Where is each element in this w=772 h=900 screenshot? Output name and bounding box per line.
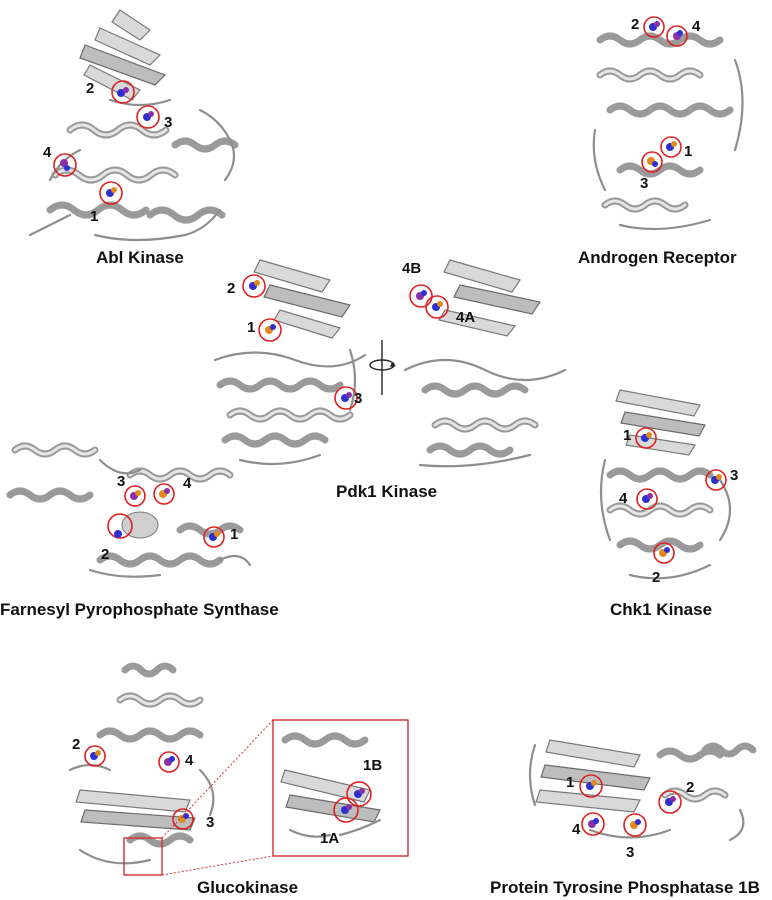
ptp1b-site-1[interactable]: 1: [566, 774, 603, 798]
glucokinase-panel: 2 4 3 1B: [40, 650, 450, 900]
zoom-region-box: [123, 837, 163, 876]
androgen-site-2-label: 2: [631, 16, 639, 33]
glucokinase-site-2[interactable]: 2: [72, 736, 106, 767]
pdk1-left-cartoon: [213, 259, 367, 466]
pdk1-right-cartoon: [403, 259, 567, 468]
pdk1-kinase-caption: Pdk1 Kinase: [336, 482, 438, 501]
abl-site-1[interactable]: 1: [90, 181, 123, 225]
androgen-site-1[interactable]: 1: [660, 136, 692, 160]
chk1-site-4[interactable]: 4: [619, 488, 658, 510]
abl-site-4[interactable]: 4: [43, 144, 77, 177]
chk1-site-2[interactable]: 2: [652, 542, 675, 586]
pdk1-kinase-panel: 2 1 3 4B 4A Pdk1 Kinase: [200, 240, 580, 510]
glucokinase-site-3[interactable]: 3: [172, 808, 214, 831]
glucokinase-site-1b-label: 1B: [363, 757, 382, 774]
chk1-site-1[interactable]: 1: [623, 427, 657, 449]
chk1-site-3[interactable]: 3: [705, 467, 738, 491]
glucokinase-site-3-label: 3: [206, 814, 214, 831]
chk1-site-1-label: 1: [623, 427, 631, 444]
pdk1-site-1-label: 1: [247, 319, 255, 336]
androgen-receptor-caption: Androgen Receptor: [578, 248, 737, 267]
abl-kinase-structure: 2 3 4 1: [28, 9, 239, 242]
abl-site-3[interactable]: 3: [136, 105, 172, 131]
fpps-site-1[interactable]: 1: [203, 526, 238, 548]
androgen-site-4-label: 4: [692, 18, 701, 35]
abl-site-1-label: 1: [90, 208, 98, 225]
pdk1-site-2-label: 2: [227, 280, 235, 297]
ptp1b-panel: 1 2 4 3 Protein Tyrosine Phosphatase 1B: [490, 700, 772, 900]
chk1-kinase-caption: Chk1 Kinase: [610, 600, 713, 619]
fpps-site-4-label: 4: [183, 475, 192, 492]
abl-site-2-label: 2: [86, 80, 94, 97]
androgen-site-2[interactable]: 2: [631, 16, 665, 38]
pdk1-site-3[interactable]: 3: [334, 386, 362, 410]
pdk1-site-2[interactable]: 2: [227, 274, 266, 298]
fpps-site-3-label: 3: [117, 473, 125, 490]
abl-cartoon: [28, 9, 239, 242]
fpps-site-1-label: 1: [230, 526, 238, 543]
fpps-site-2[interactable]: 2: [101, 513, 133, 563]
ptp1b-site-3-label: 3: [626, 844, 634, 861]
ptp1b-site-3[interactable]: 3: [623, 813, 647, 861]
fpps-site-3[interactable]: 3: [117, 473, 146, 507]
glucokinase-site-2-label: 2: [72, 736, 80, 753]
glucokinase-site-1a-label: 1A: [320, 830, 339, 847]
glucokinase-site-4-label: 4: [185, 752, 194, 769]
fpps-caption: Farnesyl Pyrophosphate Synthase: [0, 600, 279, 619]
ptp1b-cartoon: [528, 739, 757, 842]
fpps-site-4[interactable]: 4: [153, 475, 192, 505]
androgen-site-3[interactable]: 3: [640, 151, 663, 192]
chk1-site-3-label: 3: [730, 467, 738, 484]
pdk1-kinase-structure: 2 1 3 4B 4A: [213, 259, 567, 468]
fpps-cartoon: [6, 442, 252, 578]
ptp1b-caption: Protein Tyrosine Phosphatase 1B: [490, 878, 760, 897]
glucokinase-site-1b[interactable]: 1B: [346, 757, 382, 807]
abl-site-3-label: 3: [164, 114, 172, 131]
glucokinase-site-1a[interactable]: 1A: [320, 797, 359, 847]
rotation-arrow-icon: [369, 340, 396, 395]
glucokinase-cartoon: [68, 662, 215, 865]
abl-kinase-caption: Abl Kinase: [96, 248, 184, 267]
pdk1-site-4b[interactable]: 4B: [402, 260, 433, 308]
fpps-panel: 3 4 1 2 Farnesyl Pyrophosphate Synthase: [0, 420, 300, 620]
androgen-site-3-label: 3: [640, 175, 648, 192]
ptp1b-site-2-label: 2: [686, 779, 694, 796]
fpps-structure: 3 4 1 2: [6, 442, 252, 578]
pdk1-site-3-label: 3: [354, 390, 362, 407]
abl-site-2[interactable]: 2: [86, 80, 135, 104]
ptp1b-structure: 1 2 4 3: [528, 739, 757, 861]
chk1-site-4-label: 4: [619, 490, 628, 507]
ptp1b-site-1-label: 1: [566, 774, 574, 791]
pdk1-site-4b-label: 4B: [402, 260, 421, 277]
glucokinase-caption: Glucokinase: [197, 878, 299, 897]
androgen-site-4[interactable]: 4: [666, 18, 701, 47]
pdk1-site-1[interactable]: 1: [247, 318, 282, 342]
pdk1-site-4a-label: 4A: [456, 309, 475, 326]
ptp1b-site-4-label: 4: [572, 821, 581, 838]
chk1-site-2-label: 2: [652, 569, 660, 586]
chk1-kinase-structure: 1 3 4 2: [599, 389, 738, 586]
androgen-cartoon: [592, 32, 744, 231]
glucokinase-site-4[interactable]: 4: [158, 751, 194, 773]
ptp1b-site-4[interactable]: 4: [572, 812, 605, 838]
androgen-site-1-label: 1: [684, 143, 692, 160]
androgen-receptor-structure: 2 4 1 3: [592, 16, 744, 231]
fpps-site-2-label: 2: [101, 546, 109, 563]
androgen-receptor-panel: 2 4 1 3 Androgen Receptor: [560, 0, 772, 280]
glucokinase-zoom-inset: 1B 1A: [272, 719, 409, 857]
abl-kinase-panel: 2 3 4 1 Abl Kinase: [0, 0, 260, 280]
abl-site-4-label: 4: [43, 144, 52, 161]
chk1-kinase-panel: 1 3 4 2 Chk1 Kinase: [580, 380, 772, 630]
ptp1b-site-2[interactable]: 2: [658, 779, 694, 814]
glucokinase-structure: 2 4 3 1B: [68, 662, 409, 876]
pdk1-site-4a[interactable]: 4A: [425, 295, 475, 326]
